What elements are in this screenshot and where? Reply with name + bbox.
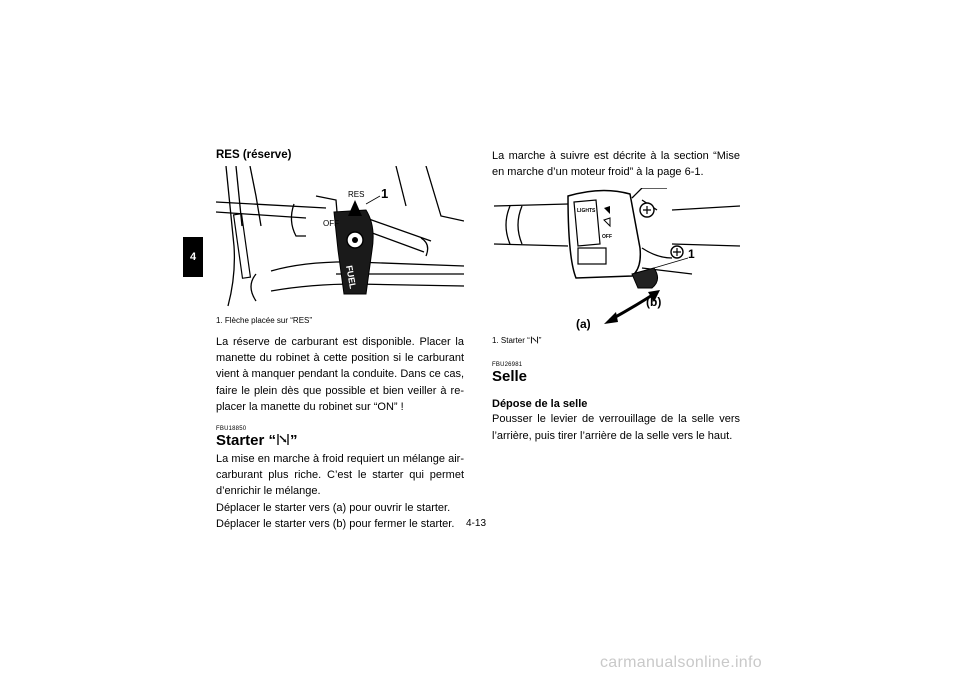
seat-removal-heading: Dépose de la selle: [492, 398, 588, 411]
seat-section-title: Selle: [492, 368, 528, 386]
starter-caption-suffix: ”: [538, 336, 542, 346]
section-code-seat: FBU26981: [492, 362, 523, 369]
off-label: OFF: [323, 219, 339, 228]
fuel-cock-illustration: RES OFF FUEL 1: [216, 166, 464, 307]
starter-intro-paragraph: La marche à suivre est décrite à la sect…: [492, 150, 740, 179]
callout-1-right: 1: [688, 247, 695, 261]
label-b: (b): [646, 295, 661, 309]
starter-title-prefix: Starter “: [216, 432, 277, 450]
page-number: 4-13: [466, 518, 487, 529]
lights-label: LIGHTS: [577, 208, 596, 214]
starter-section-title: Starter “ ”: [216, 433, 464, 449]
handlebar-switch-illustration: LIGHTS OFF 1 (a) (b): [493, 188, 740, 331]
fuel-cock-figure: RES OFF FUEL 1: [216, 166, 464, 314]
fuel-label: FUEL: [344, 265, 358, 290]
right-column: La marche à suivre est décrite à la sect…: [492, 148, 740, 444]
watermark: carmanualsonline.info: [600, 654, 762, 671]
res-label: RES: [348, 190, 364, 199]
starter-paragraph-1: La mise en marche à froid requiert un mé…: [216, 453, 464, 498]
choke-symbol-icon: [277, 434, 289, 446]
starter-title-suffix: ”: [290, 432, 298, 450]
off-switch-label: OFF: [602, 234, 612, 240]
left-column: RES (réserve): [216, 148, 464, 532]
starter-figure: LIGHTS OFF 1 (a) (b): [492, 188, 740, 334]
starter-paragraph-2: Déplacer le starter vers (a) pour ouvrir…: [216, 501, 451, 514]
res-heading: RES (réserve): [216, 149, 292, 161]
choke-symbol-small-icon: [530, 337, 538, 344]
starter-caption: 1. Starter “ ”: [492, 336, 740, 346]
section-code-starter: FBU18850: [216, 426, 247, 433]
starter-paragraph-3: Déplacer le starter vers (b) pour fermer…: [216, 517, 455, 530]
res-paragraph: La réserve de carburant est disponible. …: [216, 336, 464, 413]
chapter-number: 4: [189, 251, 197, 263]
chapter-tab: 4: [183, 237, 203, 277]
fuel-cock-caption: 1. Flèche placée sur “RES”: [216, 316, 313, 325]
label-a: (a): [576, 317, 591, 331]
callout-1: 1: [381, 186, 388, 201]
seat-removal-paragraph: Pousser le levier de verrouillage de la …: [492, 413, 740, 442]
starter-caption-prefix: 1. Starter “: [492, 336, 530, 346]
